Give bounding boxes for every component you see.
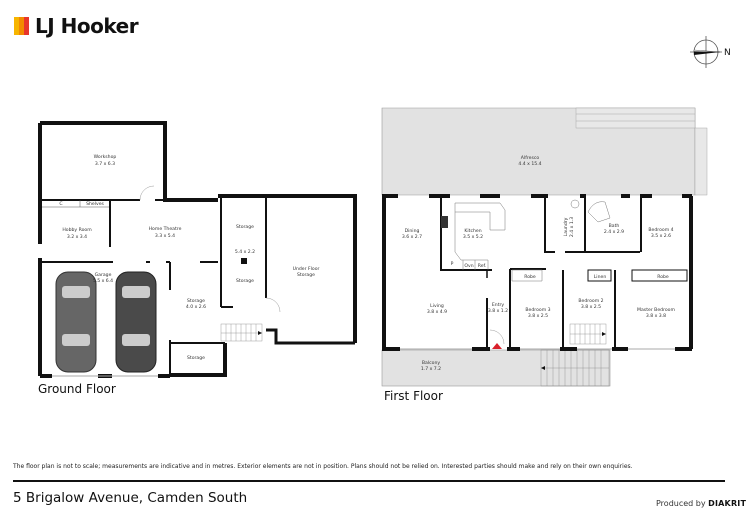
svg-text:3.3 x 5.4: 3.3 x 5.4 <box>155 233 175 239</box>
footer-divider <box>13 480 725 482</box>
svg-text:2.4 x 1.3: 2.4 x 1.3 <box>569 217 575 237</box>
svg-text:Entry: Entry <box>492 302 505 308</box>
compass-north-label: N <box>724 48 731 58</box>
svg-text:Bedroom 2: Bedroom 2 <box>578 298 603 304</box>
svg-text:Under Floor: Under Floor <box>293 266 320 272</box>
svg-text:3.2 x 3.4: 3.2 x 3.4 <box>67 234 87 240</box>
svg-text:3.8 x 2.5: 3.8 x 2.5 <box>581 304 601 310</box>
disclaimer-text: The floor plan is not to scale; measurem… <box>13 463 633 470</box>
first-floor-label: First Floor <box>384 389 443 403</box>
entry-marker-icon <box>492 343 502 349</box>
svg-text:3.5 x 5.2: 3.5 x 5.2 <box>463 234 483 240</box>
svg-text:Shelves: Shelves <box>86 201 104 207</box>
svg-text:Robe: Robe <box>524 274 536 280</box>
svg-text:3.8 x 3.8: 3.8 x 3.8 <box>646 313 666 319</box>
svg-text:Ovn: Ovn <box>464 263 473 269</box>
north-compass-icon: N <box>690 36 731 68</box>
svg-text:Alfresco: Alfresco <box>521 155 540 161</box>
svg-text:3.5 x 2.6: 3.5 x 2.6 <box>651 233 671 239</box>
svg-text:Balcony: Balcony <box>422 360 440 366</box>
svg-text:Bath: Bath <box>609 223 620 229</box>
floor-plan-diagram: C Shelves <box>38 107 708 387</box>
svg-text:Storage: Storage <box>236 278 254 284</box>
produced-by-credit: Produced by DIAKRIT <box>656 499 746 508</box>
svg-text:C: C <box>59 201 62 207</box>
property-address: 5 Brigalow Avenue, Camden South <box>13 490 248 506</box>
lj-hooker-logo: LJ Hooker <box>14 14 139 38</box>
svg-text:Home Theatre: Home Theatre <box>149 226 182 232</box>
svg-text:P: P <box>451 261 454 267</box>
svg-text:3.8 x 1.2: 3.8 x 1.2 <box>488 308 508 314</box>
svg-text:3.8 x 2.5: 3.8 x 2.5 <box>528 313 548 319</box>
first-floor-plan: P Ovn Ref. Robe Linen Robe <box>381 107 708 387</box>
svg-text:3.7 x 6.3: 3.7 x 6.3 <box>95 161 115 167</box>
svg-text:5.4 x 2.2: 5.4 x 2.2 <box>235 249 255 255</box>
svg-text:Garage: Garage <box>95 272 112 278</box>
svg-text:Living: Living <box>430 303 444 309</box>
svg-text:Hobby Room: Hobby Room <box>62 227 92 233</box>
svg-text:2.4 x 2.9: 2.4 x 2.9 <box>604 229 624 235</box>
ground-floor-label: Ground Floor <box>38 382 116 396</box>
svg-text:Workshop: Workshop <box>94 154 117 160</box>
diakrit-brand: DIAKRIT <box>708 499 747 508</box>
svg-text:1.7 x 7.2: 1.7 x 7.2 <box>421 366 441 372</box>
svg-text:4.4 x 15.4: 4.4 x 15.4 <box>518 161 541 167</box>
svg-text:Dining: Dining <box>405 228 420 234</box>
svg-text:Ref.: Ref. <box>478 263 487 269</box>
produced-by-prefix: Produced by <box>656 499 706 508</box>
svg-text:Storage: Storage <box>236 224 254 230</box>
svg-text:Bedroom 3: Bedroom 3 <box>525 307 550 313</box>
logo-mark-icon <box>14 17 29 35</box>
svg-text:3.8 x 4.9: 3.8 x 4.9 <box>427 309 447 315</box>
svg-text:Storage: Storage <box>187 298 205 304</box>
svg-text:4.0 x 2.6: 4.0 x 2.6 <box>186 304 206 310</box>
logo-text: LJ Hooker <box>35 14 139 38</box>
car-icon <box>115 271 157 373</box>
car-icon <box>55 271 97 373</box>
svg-text:5.5 x 6.4: 5.5 x 6.4 <box>93 278 113 284</box>
svg-text:Laundry: Laundry <box>563 217 569 236</box>
svg-text:Linen: Linen <box>594 274 607 280</box>
svg-text:Storage: Storage <box>187 355 205 361</box>
svg-text:Bedroom 4: Bedroom 4 <box>648 227 673 233</box>
ground-floor-plan: C Shelves <box>38 121 357 378</box>
svg-text:Storage: Storage <box>297 272 315 278</box>
svg-text:Master Bedroom: Master Bedroom <box>637 307 675 313</box>
svg-text:Robe: Robe <box>657 274 669 280</box>
svg-text:3.6 x 2.7: 3.6 x 2.7 <box>402 234 422 240</box>
svg-text:Kitchen: Kitchen <box>464 228 481 234</box>
